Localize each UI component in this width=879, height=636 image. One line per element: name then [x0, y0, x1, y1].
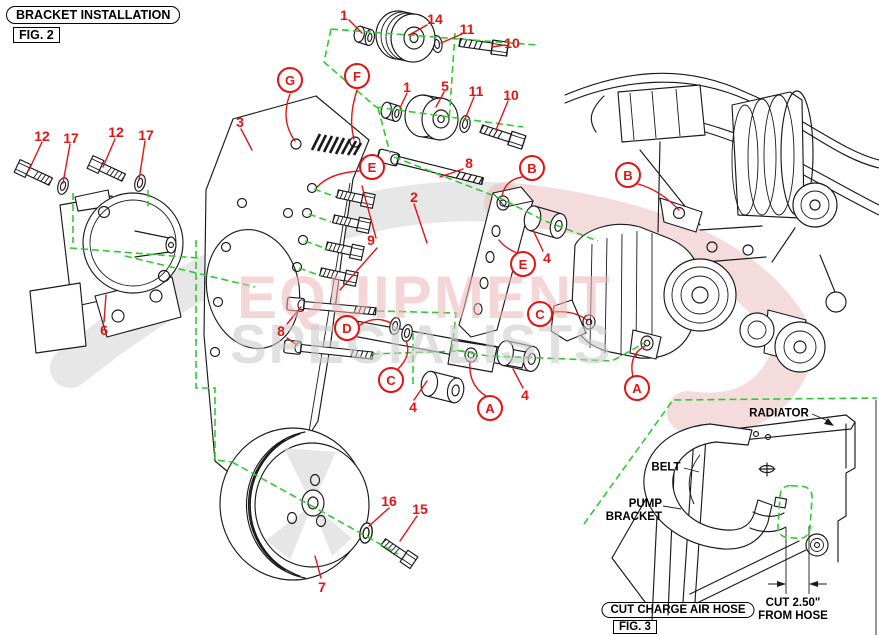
inset-label-cut-note-line1: CUT 2.50" — [765, 597, 821, 609]
fasteners — [13, 10, 570, 570]
watermark-line2: SPECIALISTS — [230, 313, 613, 375]
figure-number: FIG. 2 — [13, 27, 60, 43]
inset-figure-number: FIG. 3 — [613, 620, 657, 634]
figure-title: BRACKET INSTALLATION — [6, 6, 181, 24]
alignment-dashed-lines — [69, 28, 878, 555]
pump-drawing — [29, 189, 184, 354]
inset-label-pump-bracket-line1: PUMP — [628, 498, 662, 510]
idler-pulley-14 — [375, 10, 436, 63]
engine-assembly-drawing — [550, 72, 879, 373]
inset-label-cut-note-line2: FROM HOSE — [758, 610, 828, 622]
pulley-drawing — [219, 427, 370, 581]
adjuster-bracket-drawing — [336, 186, 534, 373]
inset-label-radiator: RADIATOR — [749, 407, 809, 420]
idler-pulley-5 — [404, 94, 459, 141]
inset-label-pump-bracket: PUMP BRACKET — [596, 498, 662, 524]
inset-caption: CUT CHARGE AIR HOSE — [601, 602, 755, 618]
inset-label-cut-note: CUT 2.50" FROM HOSE — [758, 597, 828, 623]
inset-label-belt: BELT — [651, 461, 681, 474]
inset-label-pump-bracket-line2: BRACKET — [605, 511, 662, 523]
inset-drawing — [611, 400, 877, 635]
